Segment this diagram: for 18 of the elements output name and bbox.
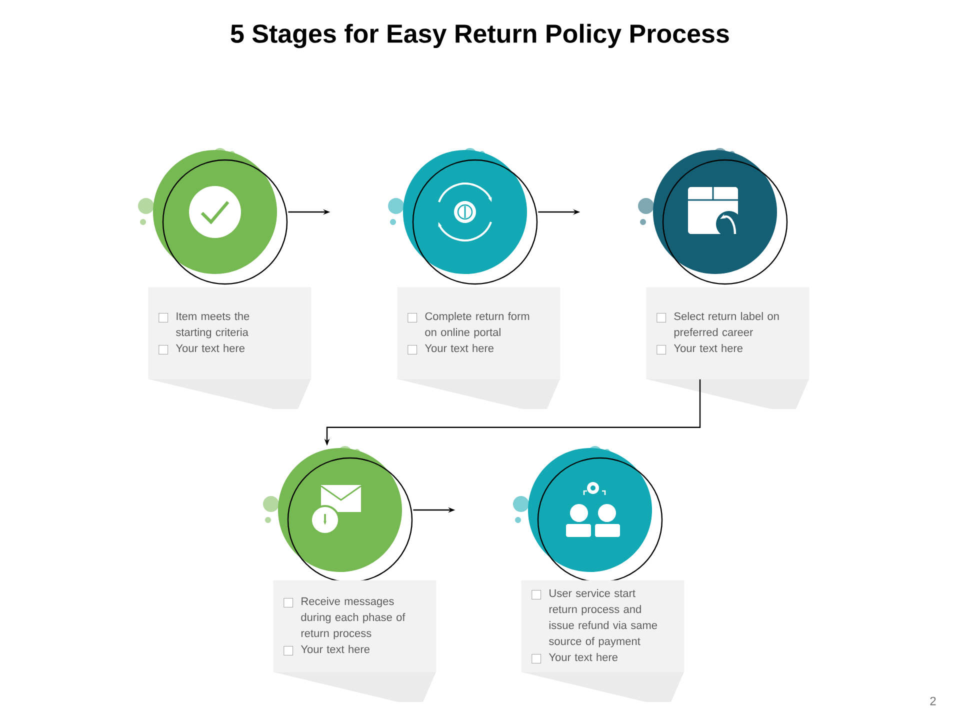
text-box <box>273 580 436 672</box>
bullet-text: Your text here <box>176 344 244 352</box>
bullet-text: Your text here <box>424 344 494 352</box>
stage-circle <box>403 150 538 285</box>
page-number: 2 <box>930 696 936 706</box>
bullet-text: Your text here <box>548 653 618 662</box>
bullet-text: Your text here <box>674 344 743 352</box>
bullet-text: User service start return process and issue refund via same source of payment <box>549 589 658 648</box>
bullet-text: Select return label on preferred career <box>674 312 779 338</box>
bullet-text: Receive messages during each phase of return process <box>301 597 406 640</box>
bullet-text: Complete return form on online portal <box>425 312 530 338</box>
bullet-text: Your text here <box>300 645 370 654</box>
text-box <box>646 287 810 380</box>
text-box <box>397 287 560 380</box>
title: 5 Stages for Easy Return Policy Process <box>230 24 729 48</box>
text-box <box>148 287 312 380</box>
text-box <box>521 580 684 672</box>
bullet-text: Item meets the starting criteria <box>176 312 250 338</box>
